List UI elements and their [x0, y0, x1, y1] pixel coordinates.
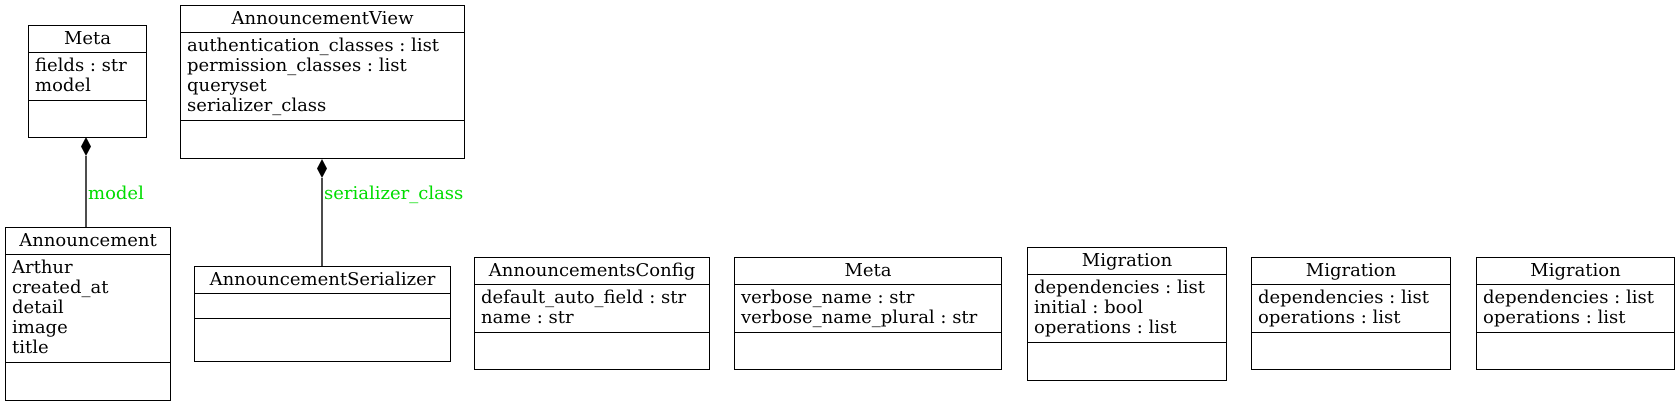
class-attribute: operations : list	[1483, 307, 1626, 328]
class-operations	[195, 319, 450, 361]
class-attribute: dependencies : list	[1483, 287, 1654, 308]
class-title: AnnouncementView	[181, 6, 464, 33]
class-attribute: default_auto_field : str	[481, 287, 687, 308]
composition-diamond-icon	[317, 159, 327, 178]
class-box-announcements-config: AnnouncementsConfig default_auto_field :…	[474, 257, 710, 370]
class-attributes: authentication_classes : list permission…	[181, 33, 464, 121]
class-operations	[181, 121, 464, 158]
composition-diamond-icon	[81, 137, 91, 156]
class-title: AnnouncementsConfig	[475, 258, 709, 285]
class-attribute: verbose_name : str	[741, 287, 915, 308]
class-operations	[1477, 333, 1674, 369]
class-title: AnnouncementSerializer	[195, 267, 450, 294]
class-operations	[6, 363, 170, 400]
class-title: Migration	[1252, 258, 1450, 285]
class-attribute: operations : list	[1034, 317, 1177, 338]
class-attributes: verbose_name : str verbose_name_plural :…	[735, 285, 1001, 333]
class-attributes: dependencies : list operations : list	[1477, 285, 1674, 333]
class-operations	[1252, 333, 1450, 369]
class-box-meta: Meta fields : str model	[28, 25, 147, 138]
class-title: Meta	[735, 258, 1001, 285]
class-box-announcement-view: AnnouncementView authentication_classes …	[180, 5, 465, 159]
class-title: Migration	[1028, 248, 1226, 275]
class-attribute: dependencies : list	[1258, 287, 1429, 308]
edge-label-serializer-class: serializer_class	[324, 183, 463, 204]
class-attribute: initial : bool	[1034, 297, 1144, 318]
class-attribute: dependencies : list	[1034, 277, 1205, 298]
class-box-announcement: Announcement Arthur created_at detail im…	[5, 227, 171, 401]
class-box-migration: Migration dependencies : list operations…	[1251, 257, 1451, 370]
class-attribute: verbose_name_plural : str	[741, 307, 978, 328]
class-attribute: title	[12, 337, 49, 358]
edge-label-model: model	[88, 183, 144, 204]
class-attribute: name : str	[481, 307, 574, 328]
class-attribute: image	[12, 317, 68, 338]
class-attributes	[195, 294, 450, 319]
class-attributes: dependencies : list initial : bool opera…	[1028, 275, 1226, 343]
class-attribute: serializer_class	[187, 95, 327, 116]
class-attributes: default_auto_field : str name : str	[475, 285, 709, 333]
class-operations	[735, 333, 1001, 369]
class-title: Announcement	[6, 228, 170, 255]
class-attributes: Arthur created_at detail image title	[6, 255, 170, 363]
class-attributes: dependencies : list operations : list	[1252, 285, 1450, 333]
class-box-migration: Migration dependencies : list initial : …	[1027, 247, 1227, 381]
class-attribute: fields : str	[35, 55, 127, 76]
class-operations	[1028, 343, 1226, 380]
class-operations	[29, 101, 146, 137]
class-box-announcement-serializer: AnnouncementSerializer	[194, 266, 451, 362]
class-attribute: model	[35, 75, 91, 96]
class-attribute: created_at	[12, 277, 109, 298]
class-attribute: Arthur	[12, 257, 73, 278]
class-box-migration: Migration dependencies : list operations…	[1476, 257, 1675, 370]
class-attributes: fields : str model	[29, 53, 146, 101]
class-title: Meta	[29, 26, 146, 53]
class-title: Migration	[1477, 258, 1674, 285]
class-attribute: authentication_classes : list	[187, 35, 440, 56]
class-attribute: detail	[12, 297, 64, 318]
class-operations	[475, 333, 709, 369]
class-attribute: operations : list	[1258, 307, 1401, 328]
class-attribute: queryset	[187, 75, 267, 96]
class-box-meta: Meta verbose_name : str verbose_name_plu…	[734, 257, 1002, 370]
class-attribute: permission_classes : list	[187, 55, 407, 76]
